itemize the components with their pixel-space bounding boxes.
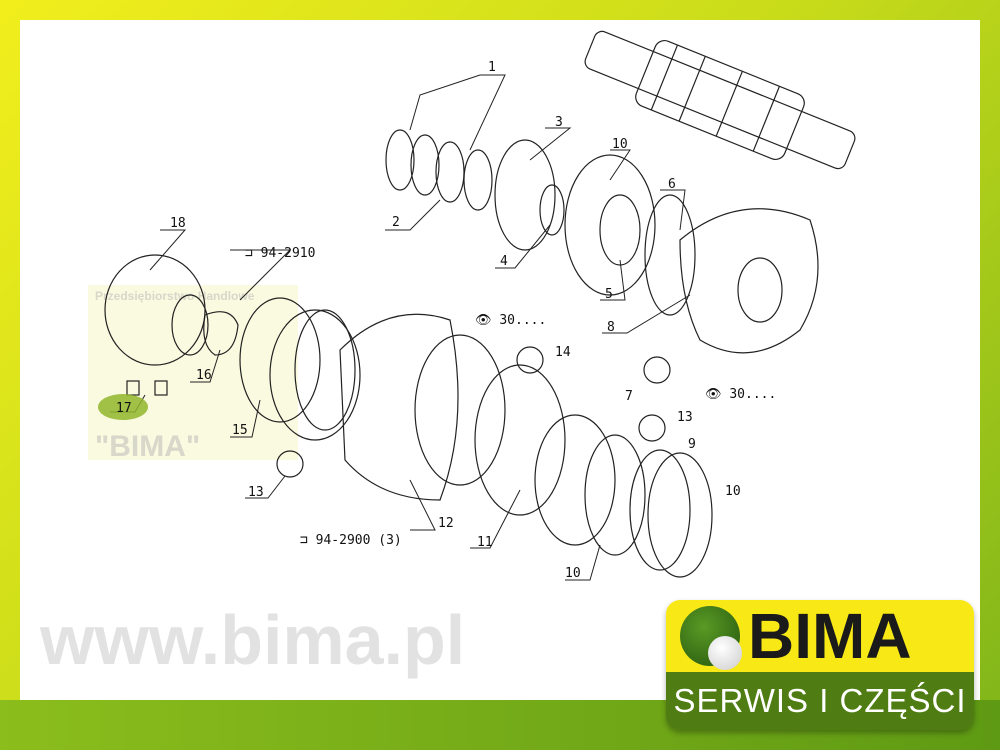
gearbox-assembly — [584, 30, 856, 170]
reference-text: 94-2910 — [260, 246, 316, 261]
part-label-5[interactable]: 5 — [605, 287, 613, 302]
part-label-10[interactable]: 10 — [612, 137, 628, 152]
leader-lines — [110, 74, 691, 581]
part-label-13[interactable]: 13 — [248, 485, 264, 500]
watermark-name: "BIMA" — [95, 430, 201, 463]
part-label-10c[interactable]: 10 — [725, 484, 741, 499]
reference-94-2900: ⊐ 94-2900 (3) — [300, 533, 402, 548]
reference-text: 30.... — [499, 313, 547, 328]
part-label-8[interactable]: 8 — [607, 320, 615, 335]
part-8-housing — [679, 208, 819, 354]
part-label-1[interactable]: 1 — [488, 60, 496, 75]
reference-text: 94-2900 (3) — [315, 533, 402, 548]
logo-tagline: SERWIS I CZĘŚCI — [666, 672, 974, 730]
part-label-7[interactable]: 7 — [625, 389, 633, 404]
part-label-11[interactable]: 11 — [477, 535, 493, 550]
part-10-lower — [584, 434, 646, 556]
part-12-housing — [339, 313, 459, 501]
part-11 — [474, 364, 566, 516]
part-18 — [104, 254, 206, 366]
disc-pack — [385, 129, 493, 211]
part-label-10b[interactable]: 10 — [565, 566, 581, 581]
part-label-16[interactable]: 16 — [196, 368, 212, 383]
part-label-2[interactable]: 2 — [392, 215, 400, 230]
part-15 — [239, 297, 321, 423]
part-6 — [644, 194, 696, 316]
part-label-14[interactable]: 14 — [555, 345, 571, 360]
reference-text: 30.... — [729, 387, 777, 402]
part-3 — [494, 139, 556, 251]
watermark-box — [88, 285, 298, 460]
logo-white-ball-icon — [708, 636, 742, 670]
part-label-15[interactable]: 15 — [232, 423, 248, 438]
part-10-top — [564, 154, 656, 296]
reference-30-b: 👁 30.... — [705, 387, 777, 402]
watermark-company: Przedsiębiorstwo Handlowe — [95, 289, 255, 303]
part-label-6[interactable]: 6 — [668, 177, 676, 192]
part-9 — [629, 449, 691, 571]
highlight-17 — [98, 394, 148, 420]
reference-30-a: 👁 30.... — [475, 313, 547, 328]
logo-brand: BIMA — [748, 600, 912, 672]
part-label-18[interactable]: 18 — [170, 216, 186, 231]
part-label-4[interactable]: 4 — [500, 254, 508, 269]
part-label-9[interactable]: 9 — [688, 437, 696, 452]
part-label-3[interactable]: 3 — [555, 115, 563, 130]
reference-94-2910: ⊐ 94-2910 — [245, 246, 316, 261]
part-label-13b[interactable]: 13 — [677, 410, 693, 425]
part-label-17[interactable]: 17 — [116, 401, 132, 416]
part-16 — [203, 311, 239, 356]
part-label-12[interactable]: 12 — [438, 516, 454, 531]
watermark-url: www.bima.pl — [40, 601, 466, 679]
bima-logo: BIMA SERWIS I CZĘŚCI — [666, 600, 974, 730]
